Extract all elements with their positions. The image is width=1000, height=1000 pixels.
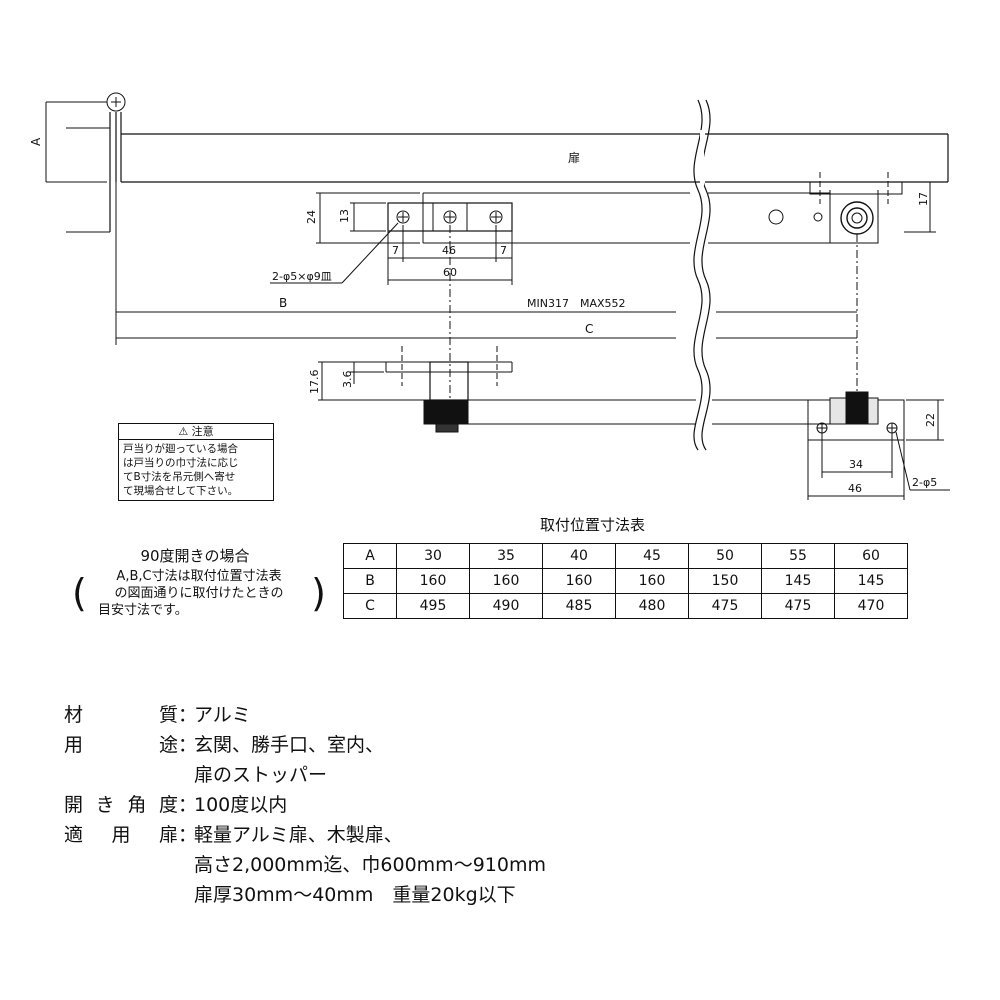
table-row: A 30 35 40 45 50 55 60 bbox=[343, 543, 908, 569]
table-cell: 470 bbox=[834, 593, 908, 619]
dim-b-label: B bbox=[279, 296, 287, 310]
caution-line: てB寸法を吊元側へ寄せ bbox=[123, 471, 236, 483]
spec-value: 軽量アルミ扉、木製扉、 高さ2,000mm迄、巾600mm〜910mm 扉厚30… bbox=[194, 820, 546, 910]
spec-label-char: き bbox=[95, 794, 115, 816]
dim-34-label: 34 bbox=[849, 458, 863, 471]
spec-value-line: 高さ2,000mm迄、巾600mm〜910mm bbox=[194, 854, 546, 876]
spec-value: 100度以内 bbox=[194, 790, 287, 820]
table-cell: 45 bbox=[615, 543, 689, 569]
spec-label-char: 質 bbox=[158, 704, 178, 726]
spec-value-line: 玄関、勝手口、室内、 bbox=[194, 734, 385, 756]
dim-22-label: 22 bbox=[924, 413, 937, 427]
table-cell: 30 bbox=[396, 543, 470, 569]
spec-label: 材 質 bbox=[64, 700, 178, 730]
table-cell: 160 bbox=[469, 568, 543, 594]
table-cell: 50 bbox=[688, 543, 762, 569]
spec-label-char: 開 bbox=[64, 794, 84, 816]
table-cell: 475 bbox=[688, 593, 762, 619]
range-label: MIN317 MAX552 bbox=[527, 297, 626, 310]
table-cell: 145 bbox=[834, 568, 908, 594]
spec-material: 材 質 ： アルミ bbox=[64, 700, 546, 730]
dim-13-label: 13 bbox=[338, 209, 351, 223]
caution-line: て現場合せして下さい。 bbox=[123, 485, 239, 497]
spec-value: 玄関、勝手口、室内、 扉のストッパー bbox=[194, 730, 384, 790]
spec-label-char: 適 bbox=[64, 824, 84, 846]
spec-label-char: 用 bbox=[111, 824, 131, 846]
open90-title: 90度開きの場合 bbox=[140, 547, 250, 565]
table-cell: 35 bbox=[469, 543, 543, 569]
dim-60-label: 60 bbox=[443, 266, 457, 279]
open90-line: の図面通りに取付けたときの bbox=[114, 586, 284, 601]
table-title: 取付位置寸法表 bbox=[540, 516, 646, 534]
spec-label-char: 用 bbox=[64, 734, 84, 756]
row-label: B bbox=[343, 568, 397, 594]
spec-colon: ： bbox=[178, 824, 198, 846]
spec-door: 適 用 扉 ： 軽量アルミ扉、木製扉、 高さ2,000mm迄、巾600mm〜91… bbox=[64, 820, 546, 910]
spec-label-char: 角 bbox=[127, 794, 147, 816]
spec-label: 開 き 角 度 bbox=[64, 790, 178, 820]
open90-line: 目安寸法です。 bbox=[98, 603, 188, 618]
table-cell: 160 bbox=[542, 568, 616, 594]
table-cell: 485 bbox=[542, 593, 616, 619]
table-row: B 160 160 160 160 150 145 145 bbox=[343, 568, 908, 594]
hole-spec-top: 2-φ5×φ9皿 bbox=[272, 270, 332, 283]
spec-list: 材 質 ： アルミ 用 途 ： 玄関、勝手口、室内、 扉のストッパー 開 き 角… bbox=[64, 700, 546, 910]
table-cell: 480 bbox=[615, 593, 689, 619]
row-label: A bbox=[343, 543, 397, 569]
spec-value-line: 100度以内 bbox=[194, 794, 288, 816]
spec-value-line: 軽量アルミ扉、木製扉、 bbox=[194, 824, 403, 846]
spec-colon: ： bbox=[178, 704, 198, 726]
table-cell: 55 bbox=[761, 543, 835, 569]
caution-title: ⚠ 注意 bbox=[118, 423, 274, 439]
dim-7-right-label: 7 bbox=[500, 244, 507, 257]
dim-17-6-label: 17.6 bbox=[308, 370, 321, 395]
spec-value-line: 扉のストッパー bbox=[194, 764, 328, 786]
table-cell: 150 bbox=[688, 568, 762, 594]
open-paren-icon: ( bbox=[72, 571, 87, 615]
caution-box: 戸当りが廻っている場合 は戸当りの巾寸法に応じ てB寸法を吊元側へ寄せ て現場合… bbox=[118, 439, 274, 501]
row-label: C bbox=[343, 593, 397, 619]
dim-3-6-label: 3.6 bbox=[341, 371, 354, 389]
spec-label-char: 材 bbox=[64, 704, 84, 726]
dim-46-bottom-label: 46 bbox=[848, 482, 862, 495]
spec-value: アルミ bbox=[194, 700, 251, 730]
table-row: C 495 490 485 480 475 475 470 bbox=[343, 593, 908, 619]
table-cell: 145 bbox=[761, 568, 835, 594]
table-cell: 160 bbox=[396, 568, 470, 594]
open90-note: ( A,B,C寸法は取付位置寸法表 の図面通りに取付けたときの 目安寸法です。 … bbox=[72, 568, 326, 619]
dimension-table: A 30 35 40 45 50 55 60 B 160 160 160 160… bbox=[343, 543, 908, 619]
table-cell: 490 bbox=[469, 593, 543, 619]
table-cell: 40 bbox=[542, 543, 616, 569]
table-cell: 60 bbox=[834, 543, 908, 569]
dim-a-label: A bbox=[29, 137, 43, 146]
caution-line: 戸当りが廻っている場合 bbox=[123, 443, 238, 455]
caution-line: は戸当りの巾寸法に応じ bbox=[123, 457, 239, 469]
open90-line: A,B,C寸法は取付位置寸法表 bbox=[116, 569, 282, 584]
door-label: 扉 bbox=[568, 151, 580, 165]
spec-value-line: アルミ bbox=[194, 704, 251, 726]
spec-colon: ： bbox=[178, 794, 198, 816]
table-cell: 495 bbox=[396, 593, 470, 619]
spec-colon: ： bbox=[178, 734, 198, 756]
dim-7-left-label: 7 bbox=[392, 244, 399, 257]
close-paren-icon: ) bbox=[311, 571, 326, 615]
hole-spec-bottom: 2-φ5 bbox=[912, 476, 937, 489]
dim-46-top-label: 46 bbox=[442, 244, 456, 257]
dim-c-label: C bbox=[585, 322, 593, 336]
table-cell: 160 bbox=[615, 568, 689, 594]
spec-label-char: 扉 bbox=[158, 824, 178, 846]
spec-label-char: 度 bbox=[158, 794, 178, 816]
spec-value-line: 扉厚30mm〜40mm 重量20kg以下 bbox=[194, 884, 516, 906]
spec-label: 適 用 扉 bbox=[64, 820, 178, 910]
table-cell: 475 bbox=[761, 593, 835, 619]
dim-17-label: 17 bbox=[917, 192, 930, 206]
spec-angle: 開 き 角 度 ： 100度以内 bbox=[64, 790, 546, 820]
dim-24-label: 24 bbox=[305, 210, 318, 224]
spec-label-char: 途 bbox=[158, 734, 178, 756]
spec-use: 用 途 ： 玄関、勝手口、室内、 扉のストッパー bbox=[64, 730, 546, 790]
spec-label: 用 途 bbox=[64, 730, 178, 790]
